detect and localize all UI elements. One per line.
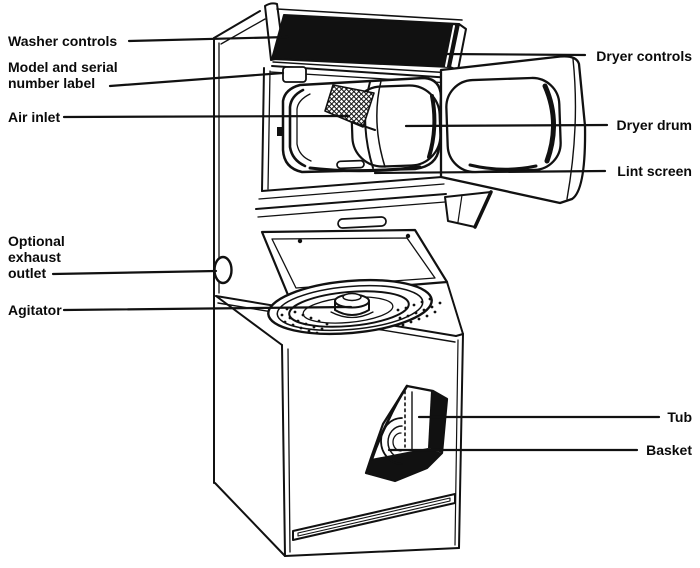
callout-lint-screen: Lint screen bbox=[617, 163, 692, 179]
callout-tub: Tub bbox=[667, 409, 692, 425]
exhaust-outlet-port bbox=[213, 255, 233, 285]
agitator bbox=[330, 292, 374, 319]
dryer-door bbox=[439, 55, 587, 229]
basket-perforations bbox=[280, 297, 442, 335]
tub-cutaway bbox=[364, 384, 449, 483]
lint-screen-slot bbox=[336, 159, 365, 170]
washer-lid-open bbox=[257, 201, 449, 297]
dryer-drum-opening bbox=[281, 76, 443, 174]
lid-handle bbox=[337, 216, 387, 229]
leader-lint-screen bbox=[373, 169, 607, 175]
kick-plate-vent bbox=[292, 493, 456, 541]
callout-washer-controls: Washer controls bbox=[8, 33, 118, 49]
model-serial-label-plate bbox=[282, 66, 307, 83]
leader-dryer-controls bbox=[442, 52, 587, 57]
washer-cabinet bbox=[214, 295, 464, 557]
callout-air-inlet: Air inlet bbox=[8, 109, 61, 125]
leader-washer-controls bbox=[127, 35, 290, 43]
callout-basket: Basket bbox=[646, 442, 692, 458]
leader-dryer-drum bbox=[404, 123, 609, 128]
leader-lines bbox=[51, 35, 661, 452]
cabinet-left-edge bbox=[213, 10, 266, 484]
air-inlet-grille bbox=[324, 84, 375, 128]
leader-model-serial bbox=[108, 71, 285, 88]
callout-dryer-controls: Dryer controls bbox=[596, 48, 692, 64]
callout-exhaust-outlet: Optional exhaust outlet bbox=[8, 233, 65, 281]
callout-model-serial: Model and serial number label bbox=[8, 59, 118, 91]
leader-air-inlet bbox=[62, 114, 351, 119]
callout-agitator: Agitator bbox=[8, 302, 62, 318]
washer-controls-console bbox=[264, 2, 467, 74]
leader-exhaust-outlet bbox=[51, 269, 218, 276]
basket-rings bbox=[380, 417, 403, 465]
callout-dryer-drum: Dryer drum bbox=[616, 117, 692, 133]
leader-agitator bbox=[62, 305, 353, 312]
washer-basket-rim bbox=[288, 290, 410, 328]
